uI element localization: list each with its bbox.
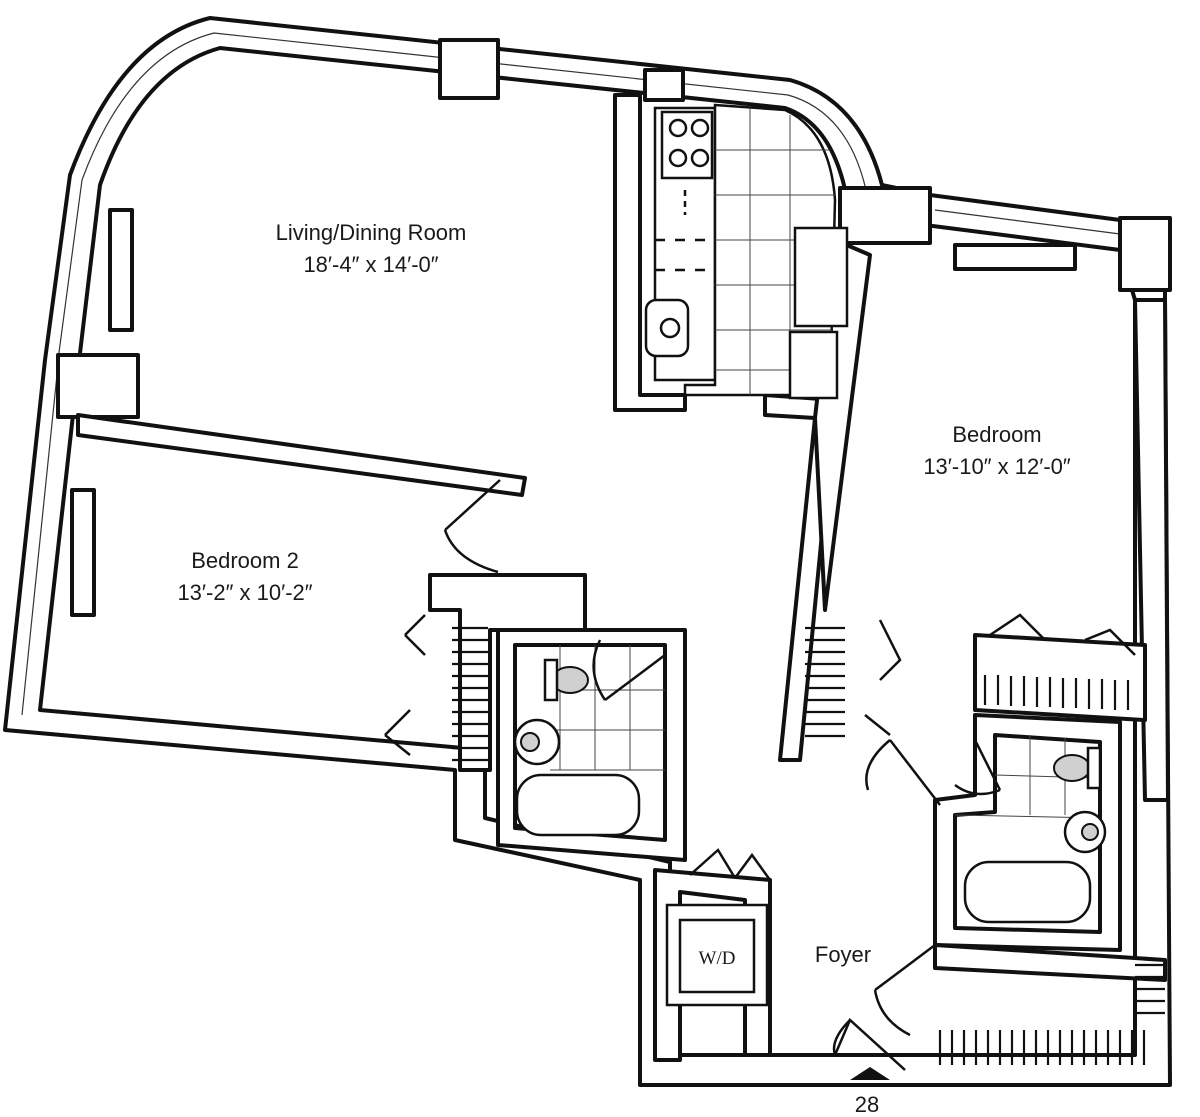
- interior-wall: [76, 413, 527, 497]
- entry-door[interactable]: [832, 1017, 906, 1071]
- kitchen-sink: [644, 298, 690, 358]
- bathroom-wall: [496, 628, 687, 862]
- interior-wall: [973, 633, 1147, 722]
- closet-door[interactable]: [878, 619, 902, 681]
- bathroom-sink: [1063, 810, 1107, 854]
- dishwasher: [655, 190, 715, 272]
- bedroom2-name: Bedroom 2: [191, 548, 299, 573]
- stove: [660, 110, 714, 180]
- column: [108, 208, 134, 332]
- bathroom-door[interactable]: [592, 639, 666, 701]
- closet-door[interactable]: [404, 614, 426, 656]
- closet-door[interactable]: [689, 848, 772, 881]
- washer-dryer: W/D: [665, 903, 769, 1007]
- column: [70, 488, 96, 617]
- bedroom-name: Bedroom: [952, 422, 1041, 447]
- closet-shelving: [805, 626, 845, 738]
- exterior-wall: [3, 16, 1172, 1087]
- bathtub: [963, 860, 1092, 924]
- closet-shelving: [452, 626, 488, 762]
- bedroom2-dims: 13′-2″ x 10′-2″: [177, 580, 312, 605]
- column: [1118, 216, 1172, 292]
- interior-wall: [428, 573, 587, 772]
- entry-arrow-icon: [850, 1067, 890, 1080]
- column: [838, 186, 932, 245]
- unit-number: 28: [855, 1092, 879, 1117]
- washer-dryer-label: W/D: [699, 948, 736, 969]
- column: [953, 243, 1077, 271]
- bathroom-floor-tiles: [550, 645, 665, 771]
- pantry: [788, 330, 839, 400]
- bathroom-door[interactable]: [954, 739, 1002, 796]
- closet-door[interactable]: [1084, 628, 1136, 656]
- toilet: [1053, 754, 1091, 782]
- bedroom-door[interactable]: [865, 739, 941, 806]
- closet-door[interactable]: [864, 714, 891, 736]
- column: [643, 68, 685, 102]
- column: [56, 353, 140, 419]
- living-room-name: Living/Dining Room: [276, 220, 467, 245]
- closet-shelving: [983, 675, 1130, 710]
- closet-shelving: [938, 963, 1165, 1065]
- interior-wall: [933, 943, 1167, 982]
- bathtub: [515, 773, 641, 837]
- bedroom-dims: 13′-10″ x 12′-0″: [923, 454, 1071, 479]
- foyer-name: Foyer: [815, 942, 871, 967]
- column: [438, 38, 500, 100]
- foyer-closet-door[interactable]: [873, 944, 936, 1037]
- bathroom-sink: [513, 718, 561, 766]
- living-room-dims: 18′-4″ x 14′-0″: [303, 252, 438, 277]
- closet-door[interactable]: [384, 709, 411, 756]
- bedroom2-door[interactable]: [443, 479, 501, 574]
- refrigerator: [793, 226, 849, 328]
- closet-door[interactable]: [989, 613, 1046, 641]
